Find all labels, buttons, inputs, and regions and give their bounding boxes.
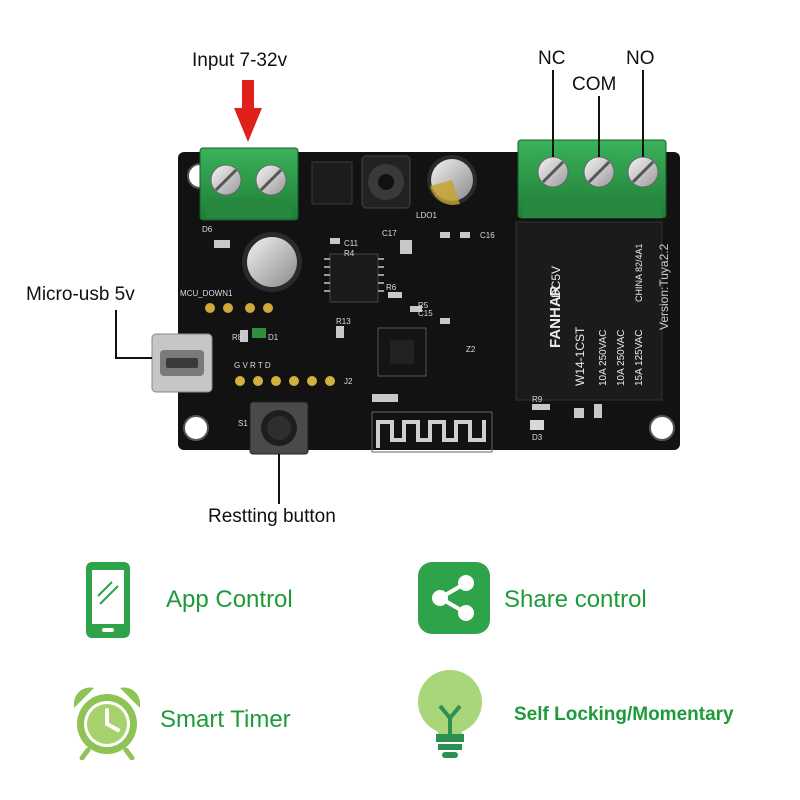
feature-smart-timer: Smart Timer bbox=[160, 706, 291, 733]
phone-icon bbox=[86, 562, 130, 638]
input-arrow-icon bbox=[234, 80, 262, 142]
feature-share-control: Share control bbox=[504, 586, 647, 613]
label-r5: R5 bbox=[418, 301, 429, 310]
relay: FANHAR DC5V W14-1CST 10A 250VAC 10A 250V… bbox=[515, 221, 663, 401]
led-d1 bbox=[252, 328, 266, 338]
label-mcu: MCU_DOWN1 bbox=[180, 289, 233, 298]
relay-rating-2: 10A 250VAC bbox=[616, 329, 627, 386]
callout-leader-lines bbox=[115, 70, 644, 504]
relay-origin: CHINA 82/4A1 bbox=[634, 243, 644, 302]
label-gvrtd: G V R T D bbox=[234, 361, 271, 370]
wifi-antenna-trace bbox=[376, 420, 486, 448]
mcu-down-header bbox=[205, 303, 273, 313]
label-r8: R8 bbox=[232, 333, 243, 342]
alarm-clock-icon bbox=[74, 687, 140, 760]
label-c11: C11 bbox=[344, 239, 359, 248]
relay-coil: DC5V bbox=[549, 266, 563, 298]
wifi-module-chip bbox=[377, 327, 427, 377]
micro-usb-port bbox=[151, 333, 213, 393]
callout-micro-usb: Micro-usb 5v bbox=[26, 284, 135, 305]
label-s1: S1 bbox=[238, 419, 248, 428]
capacitor-top bbox=[427, 155, 477, 205]
j2-header bbox=[235, 376, 335, 386]
label-d6: D6 bbox=[202, 225, 213, 234]
reset-button bbox=[249, 401, 309, 455]
label-d3: D3 bbox=[532, 433, 543, 442]
feature-app-control: App Control bbox=[166, 586, 293, 613]
label-r9: R9 bbox=[532, 395, 543, 404]
relay-model: W14-1CST bbox=[573, 326, 587, 386]
label-d1: D1 bbox=[268, 333, 279, 342]
label-c16: C16 bbox=[480, 231, 495, 240]
smd-components bbox=[214, 232, 602, 418]
led-d3 bbox=[530, 420, 544, 430]
relay-brand: FANHAR bbox=[547, 285, 564, 348]
inductor bbox=[361, 155, 411, 209]
mounting-hole bbox=[649, 415, 675, 441]
label-c17: C17 bbox=[382, 229, 397, 238]
label-r6: R6 bbox=[386, 283, 397, 292]
ic-regulator bbox=[311, 161, 353, 205]
feature-self-locking: Self Locking/Momentary bbox=[514, 704, 734, 725]
label-r4: R4 bbox=[344, 249, 355, 258]
share-icon bbox=[418, 562, 490, 634]
label-r13: R13 bbox=[336, 317, 351, 326]
light-bulb-icon bbox=[418, 670, 482, 758]
ic-chip bbox=[324, 253, 384, 303]
label-c15: C15 bbox=[418, 309, 433, 318]
callout-input-voltage: Input 7-32v bbox=[192, 50, 288, 71]
label-ldo1: LDO1 bbox=[416, 211, 437, 220]
capacitor-main bbox=[242, 232, 302, 292]
label-z2: Z2 bbox=[466, 345, 476, 354]
relay-rating-3: 15A 125VAC bbox=[634, 329, 645, 386]
mounting-hole bbox=[183, 415, 209, 441]
callout-nc: NC bbox=[538, 48, 566, 69]
board-version: Version:Tuya2.2 bbox=[657, 243, 671, 330]
input-terminal-block bbox=[199, 147, 299, 221]
callout-reset-button: Restting button bbox=[208, 506, 336, 527]
callout-no: NO bbox=[626, 48, 655, 69]
callout-com: COM bbox=[572, 74, 617, 95]
label-j2: J2 bbox=[344, 377, 353, 386]
relay-rating-1: 10A 250VAC bbox=[598, 329, 609, 386]
